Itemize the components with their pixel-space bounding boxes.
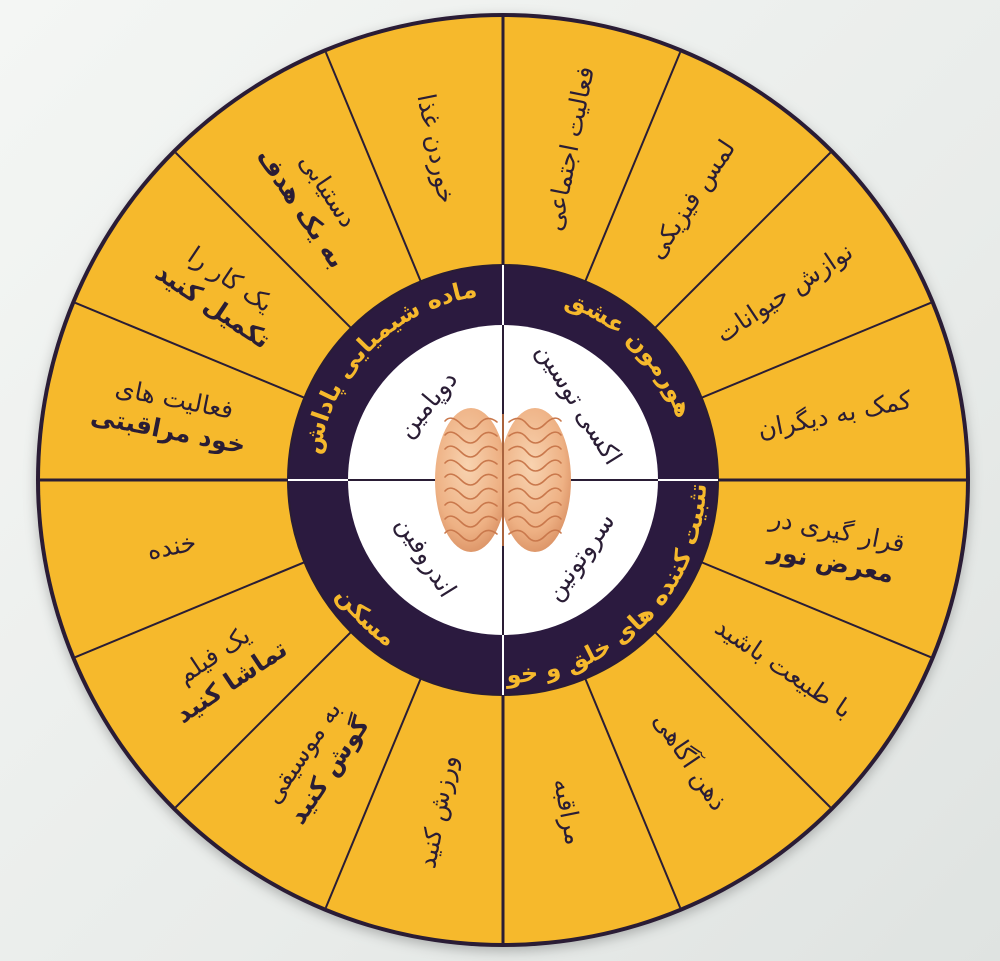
brain-fold (444, 501, 498, 514)
brain-fold (508, 417, 562, 430)
brain-fold (508, 487, 562, 500)
brain-fold (444, 515, 498, 528)
brain-fold (444, 445, 498, 458)
brain-fold (444, 487, 498, 500)
brain-fold (508, 529, 562, 542)
brain-fold (444, 473, 498, 486)
brain-fold (444, 431, 498, 444)
brain-fold (508, 501, 562, 514)
brain-fold (444, 529, 498, 542)
brain-fold (508, 473, 562, 486)
brain-fold (508, 431, 562, 444)
brain-fold (444, 417, 498, 430)
brain-image (435, 408, 571, 552)
brain-fold (508, 515, 562, 528)
brain-fold (508, 445, 562, 458)
brain-fold (508, 459, 562, 472)
brain-fold (444, 459, 498, 472)
